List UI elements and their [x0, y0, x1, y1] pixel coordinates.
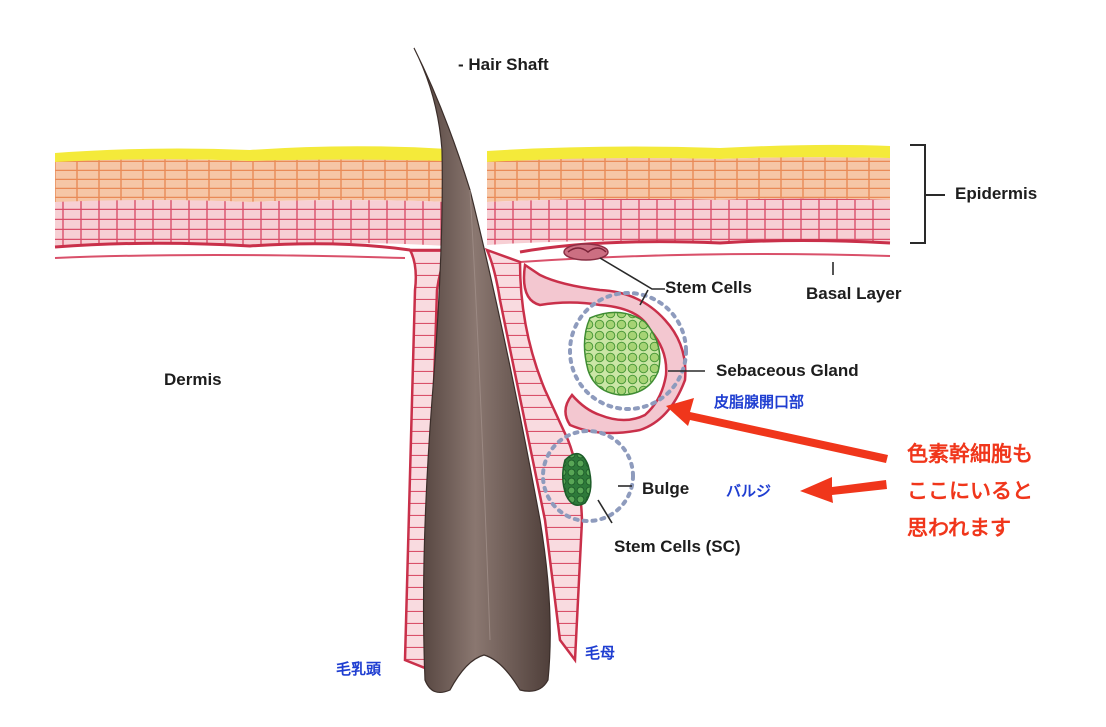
- label-hair-shaft: - Hair Shaft: [458, 55, 549, 74]
- epidermis-bracket: [910, 144, 945, 244]
- label-bulge-jp: バルジ: [726, 482, 772, 500]
- sebaceous-dashed-circle: [568, 291, 688, 411]
- red-arrows: [666, 398, 888, 503]
- sebaceous-gland: [522, 262, 687, 435]
- hair-shaft: [413, 47, 551, 693]
- label-epidermis: Epidermis: [955, 184, 1038, 203]
- leader-lines: [597, 257, 834, 524]
- arrow-to-sebaceous-opening: [666, 398, 888, 463]
- epidermis-layer: [54, 144, 891, 254]
- epidermal-stem-cells: [563, 243, 609, 261]
- dermis-region: [54, 253, 891, 263]
- label-bulge: Bulge: [642, 479, 690, 498]
- label-stem-cells: Stem Cells: [665, 278, 752, 297]
- bulge-dashed-circle: [541, 429, 635, 523]
- note-line-2: ここにいると: [907, 479, 1033, 503]
- label-dermal-papilla-jp: 毛乳頭: [336, 660, 382, 678]
- bulge-stem-cells: [562, 452, 592, 506]
- label-basal-layer: Basal Layer: [806, 284, 902, 303]
- note-line-1: 色素幹細胞も: [907, 442, 1033, 466]
- note-line-3: 思われます: [907, 516, 1011, 540]
- arrow-to-bulge: [800, 477, 887, 503]
- label-stem-cells-sc: Stem Cells (SC): [614, 537, 741, 556]
- label-sebaceous-opening-jp: 皮脂腺開口部: [714, 393, 805, 411]
- label-sebaceous-gland: Sebaceous Gland: [716, 361, 859, 380]
- label-hair-matrix-jp: 毛母: [585, 644, 616, 662]
- label-dermis: Dermis: [164, 370, 222, 389]
- pigment-stem-cell-note: 色素幹細胞も ここにいると 思われます: [907, 436, 1033, 547]
